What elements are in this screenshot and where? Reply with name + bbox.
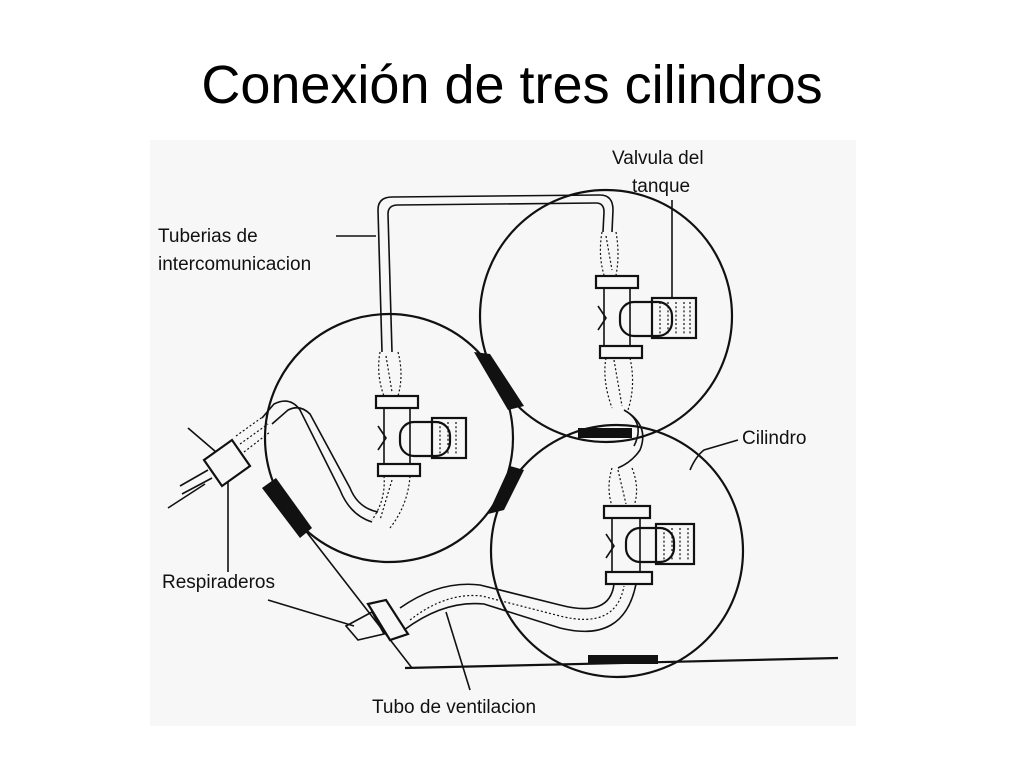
label-valve-line2: tanque xyxy=(632,176,690,197)
valve-bottom-right xyxy=(602,467,696,586)
contact-block-bottom xyxy=(588,655,658,664)
cylinder-left xyxy=(263,312,515,564)
label-vent-tube: Tubo de ventilacion xyxy=(372,697,536,718)
vent-pipe-left-inner xyxy=(271,406,379,513)
leader-vents-lower xyxy=(267,599,355,627)
contact-block-left xyxy=(262,478,312,538)
leader-vent-tube xyxy=(445,611,471,691)
contact-block-upper xyxy=(474,352,524,410)
label-pipes-line2: intercomunicacion xyxy=(158,254,311,275)
slide-title: Conexión de tres cilindros xyxy=(201,55,823,115)
cylinder-bottom-right xyxy=(489,423,745,679)
vent-fitting-lower xyxy=(344,598,410,642)
vent-tube-corrugated xyxy=(399,583,637,633)
label-vents: Respiraderos xyxy=(162,572,275,593)
label-cylinder: Cilindro xyxy=(742,428,806,449)
vent-fitting-upper xyxy=(167,415,271,509)
vent-pipe-left xyxy=(261,400,373,523)
label-pipes-line1: Tuberias de xyxy=(158,226,258,247)
diagram-panel xyxy=(150,140,856,726)
contact-block-right xyxy=(578,428,632,438)
leader-cylinder xyxy=(689,439,739,471)
contact-block-lower xyxy=(488,466,524,514)
link-pipe-right-inner xyxy=(629,413,639,447)
valve-top-right xyxy=(594,231,698,411)
link-pipe-right xyxy=(617,409,644,469)
valve-left xyxy=(371,351,468,529)
label-valve-line1: Valvula del xyxy=(612,148,704,169)
interconnection-pipe xyxy=(377,194,614,353)
cylinder-top-right xyxy=(478,188,734,444)
support-line xyxy=(304,529,413,669)
